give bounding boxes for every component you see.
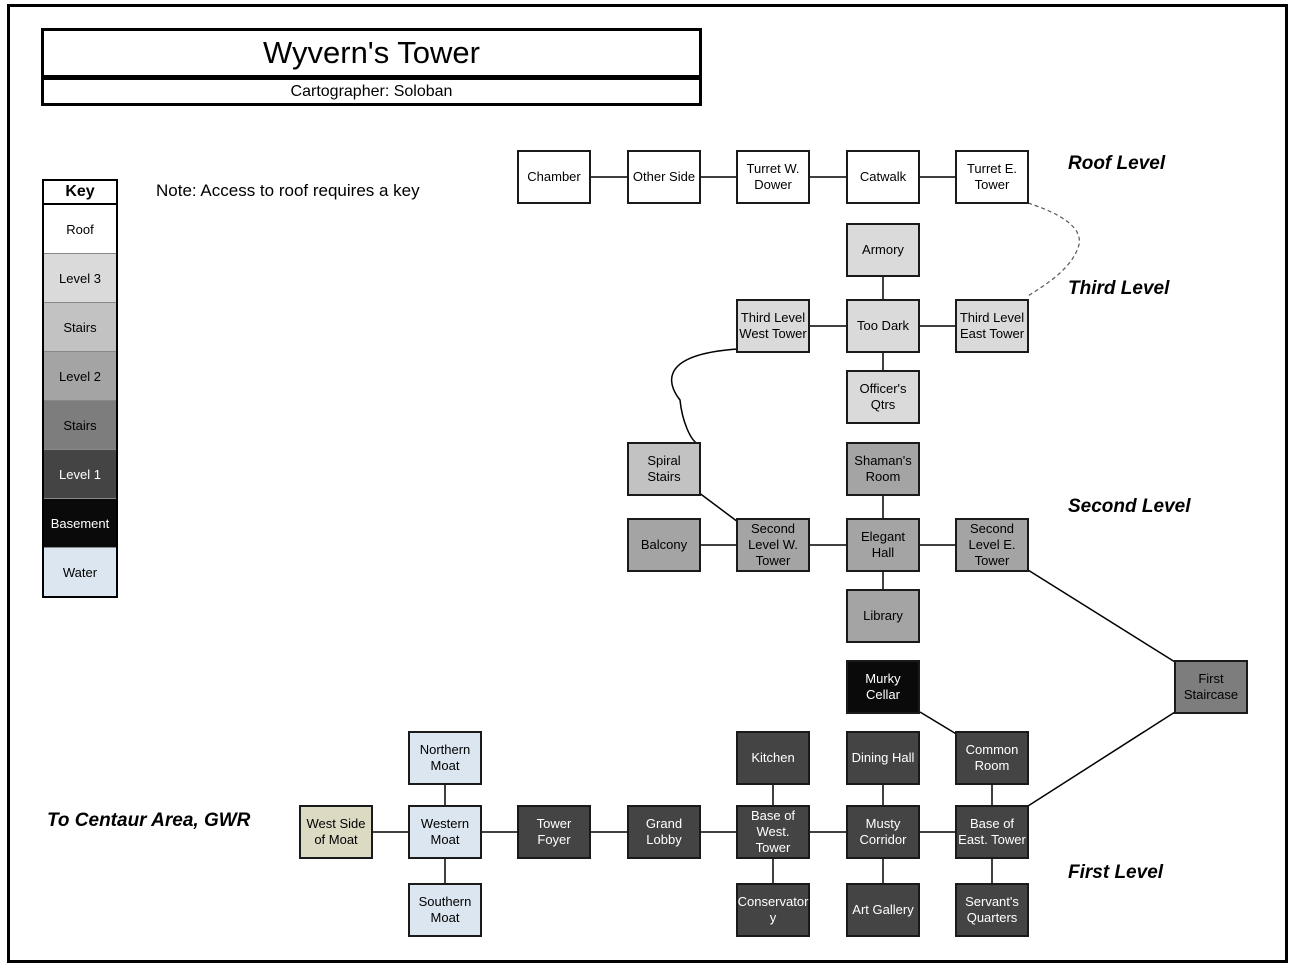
room-label: Servant's Quarters xyxy=(965,894,1019,925)
room-label: Grand Lobby xyxy=(645,816,683,847)
room-label: Balcony xyxy=(640,537,688,552)
room-label: Conservator y xyxy=(737,894,809,925)
room-balcony[interactable]: Balcony xyxy=(627,518,701,572)
room-southern-moat[interactable]: Southern Moat xyxy=(408,883,482,937)
room-third-e[interactable]: Third Level East Tower xyxy=(955,299,1029,353)
room-dining[interactable]: Dining Hall xyxy=(846,731,920,785)
third-west-to-spiral-curve xyxy=(670,348,739,445)
room-too-dark[interactable]: Too Dark xyxy=(846,299,920,353)
room-shaman[interactable]: Shaman's Room xyxy=(846,442,920,496)
room-second-w[interactable]: Second Level W. Tower xyxy=(736,518,810,572)
room-label: Murky Cellar xyxy=(865,671,901,702)
room-label: Common Room xyxy=(965,742,1019,773)
room-label: Turret E. Tower xyxy=(966,161,1018,192)
room-spiral[interactable]: Spiral Stairs xyxy=(627,442,701,496)
room-elegant[interactable]: Elegant Hall xyxy=(846,518,920,572)
room-label: Second Level W. Tower xyxy=(748,521,798,568)
room-other-side[interactable]: Other Side xyxy=(627,150,701,204)
key-item: Level 3 xyxy=(44,253,116,302)
spiral-to-second-west-line xyxy=(697,491,739,523)
room-grand-lobby[interactable]: Grand Lobby xyxy=(627,805,701,859)
staircase-to-base-east-line xyxy=(1027,711,1176,807)
room-art-gallery[interactable]: Art Gallery xyxy=(846,883,920,937)
key-item: Level 1 xyxy=(44,449,116,498)
room-second-e[interactable]: Second Level E. Tower xyxy=(955,518,1029,572)
second-level-label: Second Level xyxy=(1068,496,1191,517)
room-label: Spiral Stairs xyxy=(647,453,681,484)
room-label: Base of East. Tower xyxy=(958,816,1026,847)
room-label: Tower Foyer xyxy=(536,816,572,847)
roof-access-note: Note: Access to roof requires a key xyxy=(156,181,420,200)
second-east-to-staircase-line xyxy=(1027,569,1176,663)
room-label: Base of West. Tower xyxy=(750,808,796,855)
exit-label: To Centaur Area, GWR xyxy=(47,810,251,831)
room-western-moat[interactable]: Western Moat xyxy=(408,805,482,859)
room-catwalk[interactable]: Catwalk xyxy=(846,150,920,204)
key-item: Level 2 xyxy=(44,351,116,400)
key-item: Water xyxy=(44,547,116,596)
room-conservatory[interactable]: Conservator y xyxy=(736,883,810,937)
room-label: Second Level E. Tower xyxy=(968,521,1016,568)
room-label: Chamber xyxy=(527,169,581,184)
third-level-label: Third Level xyxy=(1068,278,1170,299)
room-label: Armory xyxy=(862,242,904,257)
room-label: Officer's Qtrs xyxy=(859,381,907,412)
room-label: Western Moat xyxy=(420,816,470,847)
room-chamber[interactable]: Chamber xyxy=(517,150,591,204)
room-label: Shaman's Room xyxy=(854,453,912,484)
room-label: Other Side xyxy=(632,169,696,184)
key-item: Basement xyxy=(44,498,116,547)
room-common[interactable]: Common Room xyxy=(955,731,1029,785)
room-base-e[interactable]: Base of East. Tower xyxy=(955,805,1029,859)
key-item: Stairs xyxy=(44,400,116,449)
room-turret-w[interactable]: Turret W. Dower xyxy=(736,150,810,204)
room-northern-moat[interactable]: Northern Moat xyxy=(408,731,482,785)
room-label: Too Dark xyxy=(856,318,910,333)
key-item: Stairs xyxy=(44,302,116,351)
room-base-w[interactable]: Base of West. Tower xyxy=(736,805,810,859)
room-servants[interactable]: Servant's Quarters xyxy=(955,883,1029,937)
room-armory[interactable]: Armory xyxy=(846,223,920,277)
room-label: Musty Corridor xyxy=(859,816,907,847)
room-label: Northern Moat xyxy=(419,742,471,773)
first-level-label: First Level xyxy=(1068,862,1164,883)
room-label: Library xyxy=(863,608,903,623)
key-item: Roof xyxy=(44,205,116,253)
room-murky[interactable]: Murky Cellar xyxy=(846,660,920,714)
map-title: Wyvern's Tower xyxy=(41,28,702,78)
room-label: Catwalk xyxy=(859,169,907,184)
room-library[interactable]: Library xyxy=(846,589,920,643)
roof-level-label: Roof Level xyxy=(1068,153,1166,174)
room-label: Art Gallery xyxy=(852,902,914,917)
room-label: First Staircase xyxy=(1183,671,1239,702)
room-musty[interactable]: Musty Corridor xyxy=(846,805,920,859)
key-title: Key xyxy=(44,181,116,205)
room-foyer[interactable]: Tower Foyer xyxy=(517,805,591,859)
room-label: Kitchen xyxy=(751,750,795,765)
room-kitchen[interactable]: Kitchen xyxy=(736,731,810,785)
room-label: Elegant Hall xyxy=(860,529,906,560)
cellar-to-common-room-line xyxy=(919,711,959,736)
room-label: Dining Hall xyxy=(851,750,915,765)
room-third-w[interactable]: Third Level West Tower xyxy=(736,299,810,353)
room-label: West Side of Moat xyxy=(306,816,366,847)
room-turret-e[interactable]: Turret E. Tower xyxy=(955,150,1029,204)
turret-east-to-third-east-dashed-curve xyxy=(1027,202,1080,297)
room-label: Southern Moat xyxy=(418,894,472,925)
room-label: Third Level West Tower xyxy=(739,310,807,341)
room-west-moat-side[interactable]: West Side of Moat xyxy=(299,805,373,859)
room-label: Third Level East Tower xyxy=(959,310,1025,341)
cartographer-credit: Cartographer: Soloban xyxy=(41,77,702,106)
room-officers[interactable]: Officer's Qtrs xyxy=(846,370,920,424)
room-label: Turret W. Dower xyxy=(746,161,800,192)
room-first-stair[interactable]: First Staircase xyxy=(1174,660,1248,714)
